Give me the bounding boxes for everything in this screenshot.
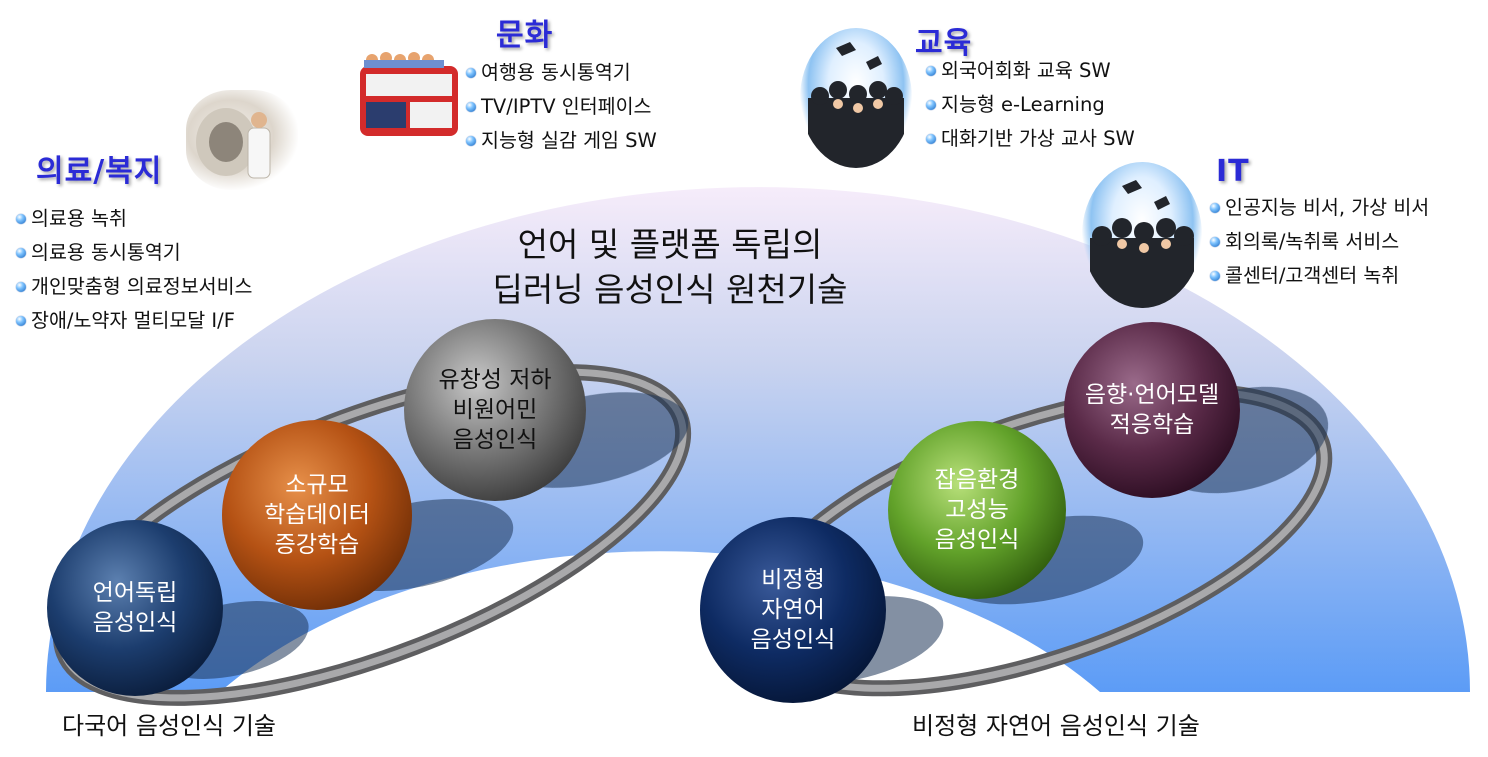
list-item: 지능형 e-Learning [926, 88, 1135, 122]
culture-list: 여행용 동시통역기 TV/IPTV 인터페이스 지능형 실감 게임 SW [466, 56, 657, 158]
list-item: 대화기반 가상 교사 SW [926, 122, 1135, 156]
bullet-icon [16, 316, 26, 326]
bus-photo [350, 30, 468, 146]
list-item: 의료용 녹취 [16, 202, 252, 236]
bottom-label-right: 비정형 자연어 음성인식 기술 [912, 712, 1200, 740]
bullet-icon [926, 66, 936, 76]
bullet-icon [1210, 237, 1220, 247]
bullet-icon [926, 134, 936, 144]
list-item: 개인맞춤형 의료정보서비스 [16, 270, 252, 304]
bottom-label-left: 다국어 음성인식 기술 [62, 712, 276, 740]
it-title: IT [1216, 154, 1250, 189]
bullet-icon [466, 136, 476, 146]
it-list: 인공지능 비서, 가상 비서 회의록/녹취록 서비스 콜센터/고객센터 녹취 [1210, 191, 1429, 293]
education-list: 외국어회화 교육 SW 지능형 e-Learning 대화기반 가상 교사 SW [926, 54, 1135, 156]
graduation-photo-education [800, 28, 912, 168]
bullet-icon [16, 214, 26, 224]
ball-adaptation [1064, 322, 1240, 498]
list-item: 여행용 동시통역기 [466, 56, 657, 90]
list-item: 의료용 동시통역기 [16, 236, 252, 270]
bullet-icon [1210, 203, 1220, 213]
ball-language-independent [47, 520, 223, 696]
center-title: 언어 및 플랫폼 독립의 딥러닝 음성인식 원천기술 [440, 222, 900, 312]
bullet-icon [16, 248, 26, 258]
list-item: 콜센터/고객센터 녹취 [1210, 259, 1429, 293]
medical-title: 의료/복지 [36, 154, 163, 189]
culture-title: 문화 [496, 18, 554, 53]
ball-noise [888, 421, 1066, 599]
hospital-photo [186, 90, 298, 190]
center-title-line-2: 딥러닝 음성인식 원천기술 [492, 270, 848, 309]
ball-small-data [222, 420, 412, 610]
list-item: 장애/노약자 멀티모달 I/F [16, 304, 252, 338]
list-item: 인공지능 비서, 가상 비서 [1210, 191, 1429, 225]
center-title-line-1: 언어 및 플랫폼 독립의 [517, 225, 823, 264]
medical-list: 의료용 녹취 의료용 동시통역기 개인맞춤형 의료정보서비스 장애/노약자 멀티… [16, 202, 252, 338]
bullet-icon [16, 282, 26, 292]
graduation-photo-it [1082, 162, 1202, 308]
bullet-icon [466, 68, 476, 78]
list-item: 지능형 실감 게임 SW [466, 124, 657, 158]
ball-non-native [404, 319, 586, 501]
education-title: 교육 [915, 26, 973, 61]
list-item: TV/IPTV 인터페이스 [466, 90, 657, 124]
list-item: 외국어회화 교육 SW [926, 54, 1135, 88]
ball-unstructured [700, 517, 886, 703]
bullet-icon [466, 102, 476, 112]
bullet-icon [926, 100, 936, 110]
list-item: 회의록/녹취록 서비스 [1210, 225, 1429, 259]
bullet-icon [1210, 271, 1220, 281]
